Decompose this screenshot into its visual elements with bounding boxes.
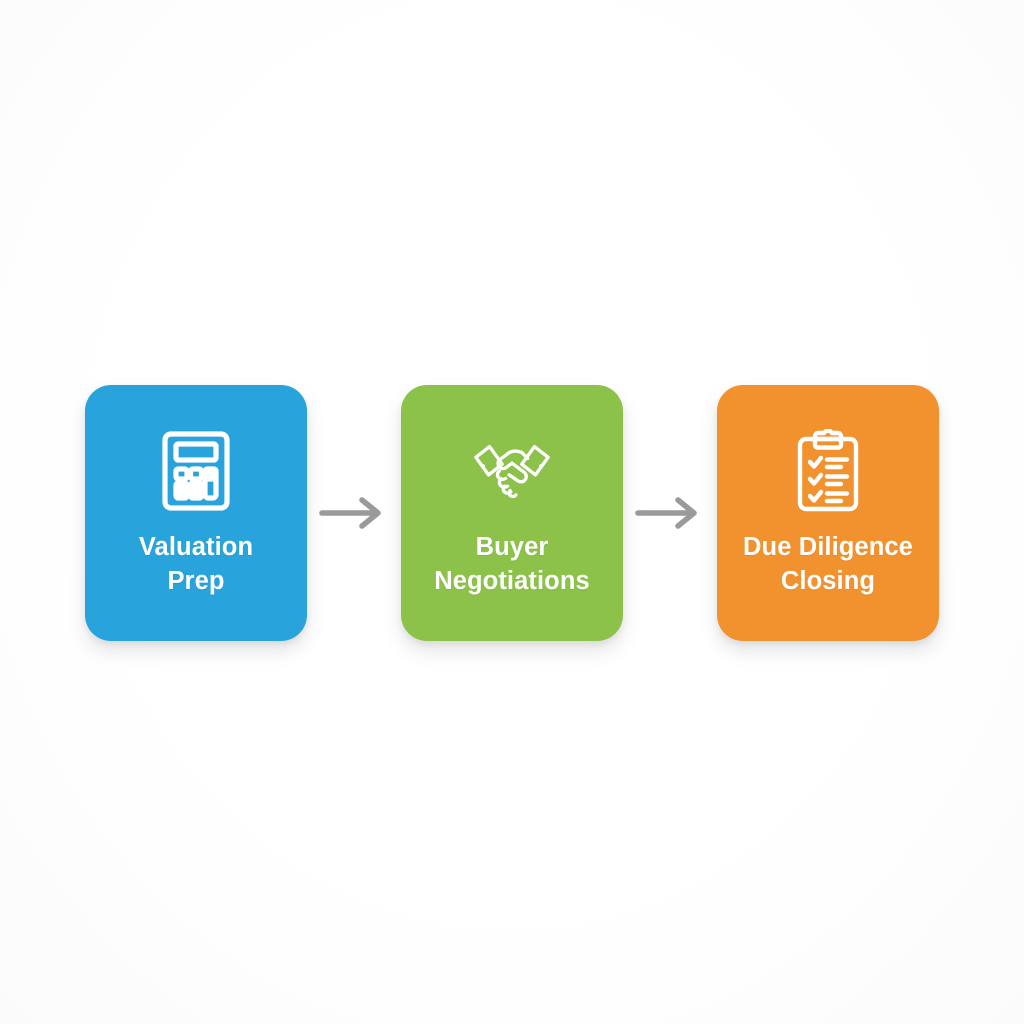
- calculator-icon: [154, 427, 238, 515]
- clipboard-checklist-icon: [786, 427, 870, 515]
- stage-label-line-2: Negotiations: [434, 566, 590, 595]
- arrow-right-icon: [307, 483, 401, 543]
- stage-label-line-1: Valuation: [138, 533, 254, 561]
- stage-label-buyer-negotiations: Buyer Negotiations: [401, 531, 623, 598]
- handshake-icon: [470, 427, 554, 515]
- stage-label-line-1: Buyer: [475, 533, 549, 561]
- stage-card-valuation-prep[interactable]: Valuation Prep: [85, 385, 307, 641]
- stage-card-buyer-negotiations[interactable]: Buyer Negotiations: [401, 385, 623, 641]
- stage-label-valuation-prep: Valuation Prep: [85, 531, 307, 598]
- stage-label-line-1: Due Diligence: [743, 533, 913, 561]
- stage-label-line-2: Prep: [167, 566, 225, 595]
- arrow-right-icon: [623, 483, 717, 543]
- stage-card-due-diligence-closing[interactable]: Due Diligence Closing: [717, 385, 939, 641]
- stage-label-line-2: Closing: [780, 566, 876, 595]
- stage-label-due-diligence-closing: Due Diligence Closing: [717, 531, 939, 598]
- stage-row: Valuation Prep: [85, 385, 939, 641]
